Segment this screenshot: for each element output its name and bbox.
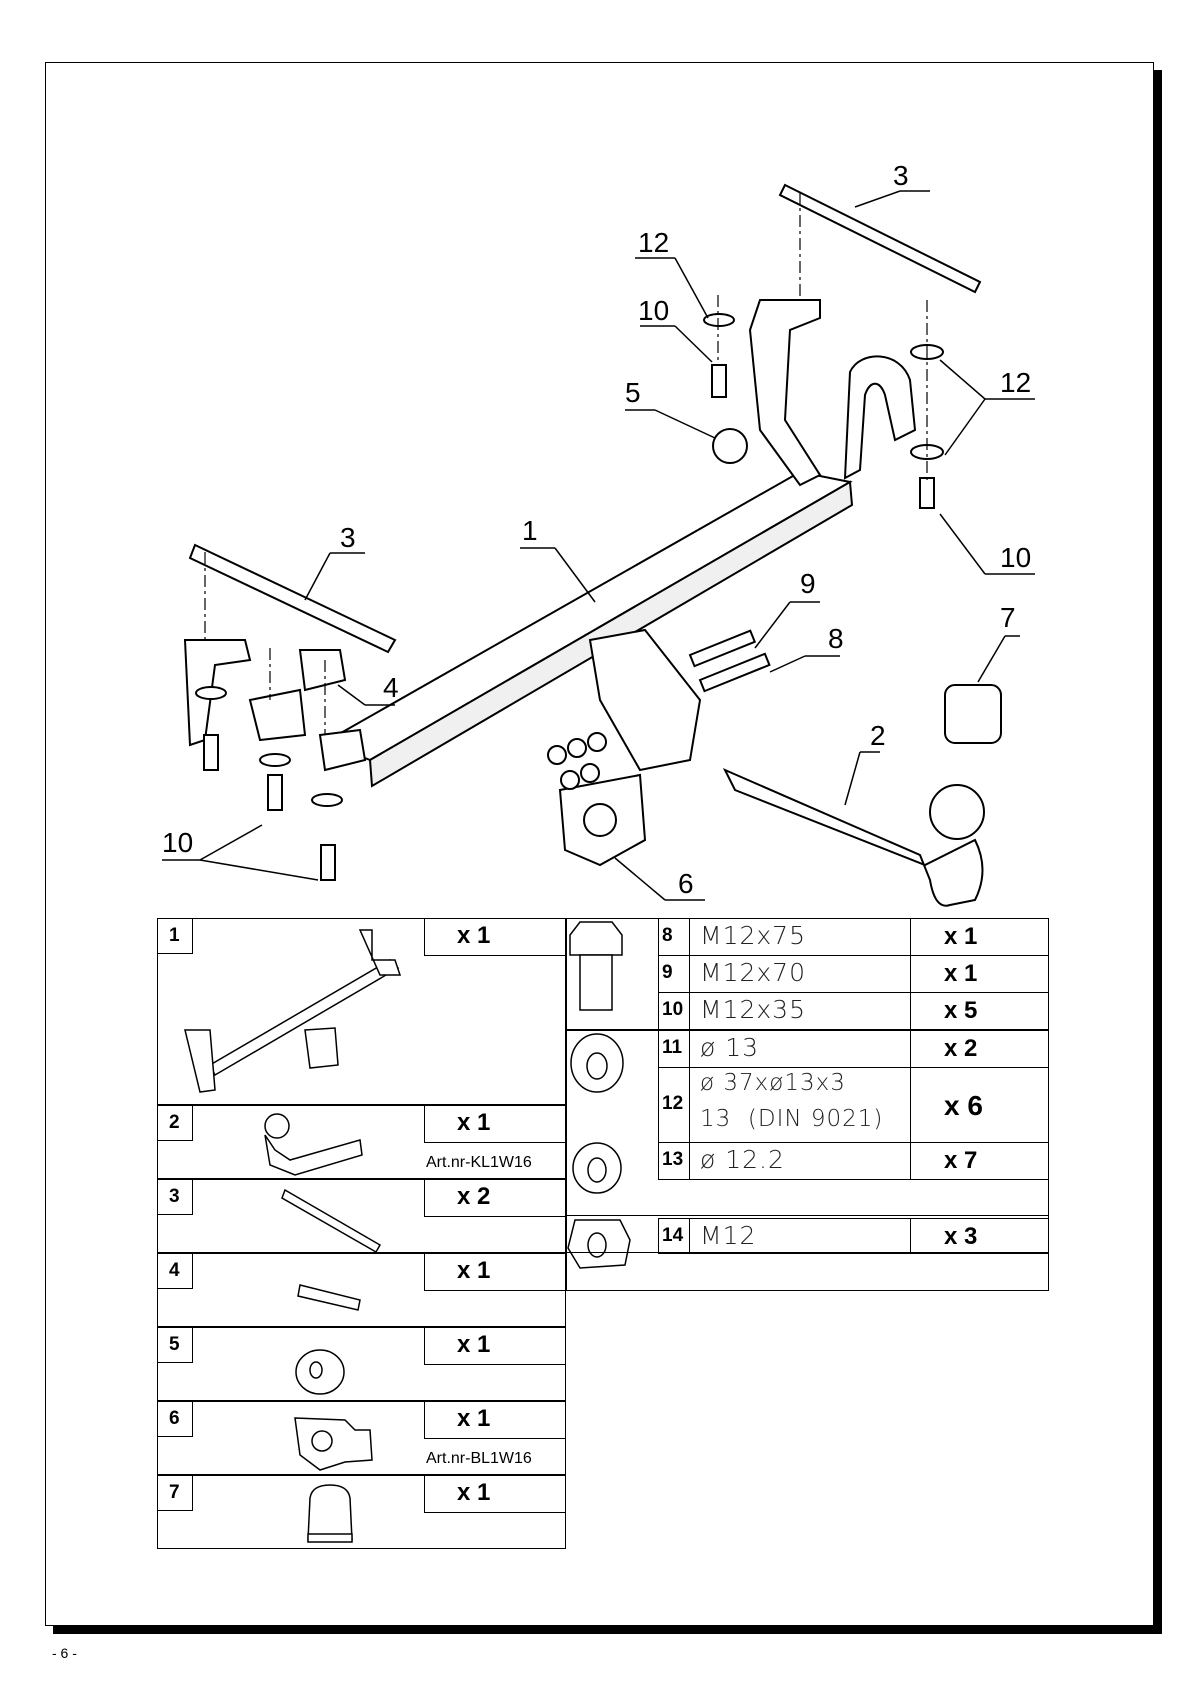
callout-7: 7: [1000, 602, 1016, 633]
part-2-qty: x 1: [457, 1109, 491, 1136]
hw-11-number: 11: [662, 1037, 683, 1058]
hw-12-spec-din: 13 (DIN 9021): [700, 1106, 884, 1132]
right-bracket: [748, 299, 822, 487]
callout-6: 6: [678, 868, 694, 899]
callout-10-right: 10: [1000, 542, 1031, 573]
hw-10-qty: x 5: [944, 997, 978, 1024]
hw-13-spec: ø 12.2: [700, 1145, 785, 1174]
hw-11-spec: ø 13: [700, 1033, 760, 1062]
part-7-qty: x 1: [457, 1479, 491, 1506]
part-6-number: 6: [169, 1408, 180, 1429]
hw-12-qty: x 6: [944, 1090, 983, 1121]
hw-14-number: 14: [662, 1225, 684, 1246]
hw-9-number: 9: [662, 962, 673, 983]
callout-2: 2: [870, 720, 886, 751]
callout-3-left: 3: [340, 522, 356, 553]
callout-8: 8: [828, 623, 844, 654]
hw-9-spec: M12x70: [700, 958, 806, 987]
hw-12-spec: ø 37xø13x3: [700, 1070, 846, 1096]
hw-13-qty: x 7: [944, 1147, 978, 1174]
part-6-article: Art.nr-BL1W16: [426, 1450, 532, 1467]
part-2-number: 2: [169, 1112, 180, 1133]
hw-13-number: 13: [662, 1149, 684, 1170]
part-7-number: 7: [169, 1482, 180, 1503]
part-5-qty: x 1: [457, 1331, 491, 1358]
callout-3-right: 3: [893, 160, 909, 191]
hw-8-qty: x 1: [944, 923, 978, 950]
part-1-number: 1: [169, 925, 180, 946]
hw-8-spec: M12x75: [700, 921, 806, 950]
callout-5: 5: [625, 377, 641, 408]
part-1-qty: x 1: [457, 922, 491, 949]
callout-4: 4: [383, 672, 399, 703]
part-6-qty: x 1: [457, 1405, 491, 1432]
part-4-qty: x 1: [457, 1257, 491, 1284]
hw-14-spec: M12: [700, 1221, 757, 1250]
hw-12-number: 12: [662, 1093, 684, 1114]
hw-10-number: 10: [662, 999, 684, 1020]
hw-9-qty: x 1: [944, 960, 978, 987]
hw-8-number: 8: [662, 925, 673, 946]
hw-11-qty: x 2: [944, 1035, 978, 1062]
callout-9: 9: [800, 568, 816, 599]
part-3-qty: x 2: [457, 1183, 491, 1210]
callout-12-left: 12: [638, 227, 669, 258]
part-row-1: [157, 918, 566, 1105]
strap-right: [778, 183, 982, 294]
cap: [944, 684, 1002, 744]
part-2-article: Art.nr-KL1W16: [426, 1154, 532, 1171]
part-5-number: 5: [169, 1334, 180, 1355]
callout-12-right: 12: [1000, 367, 1031, 398]
callout-10-top: 10: [638, 295, 669, 326]
page-number: - 6 -: [52, 1645, 77, 1661]
callout-10-left: 10: [162, 827, 193, 858]
hw-14-qty: x 3: [944, 1223, 978, 1250]
part-3-number: 3: [169, 1186, 180, 1207]
strap-left: [188, 543, 397, 654]
callout-1: 1: [522, 515, 538, 546]
part-4-number: 4: [169, 1260, 180, 1281]
hw-10-spec: M12x35: [700, 995, 806, 1024]
tow-ball: [722, 767, 984, 907]
